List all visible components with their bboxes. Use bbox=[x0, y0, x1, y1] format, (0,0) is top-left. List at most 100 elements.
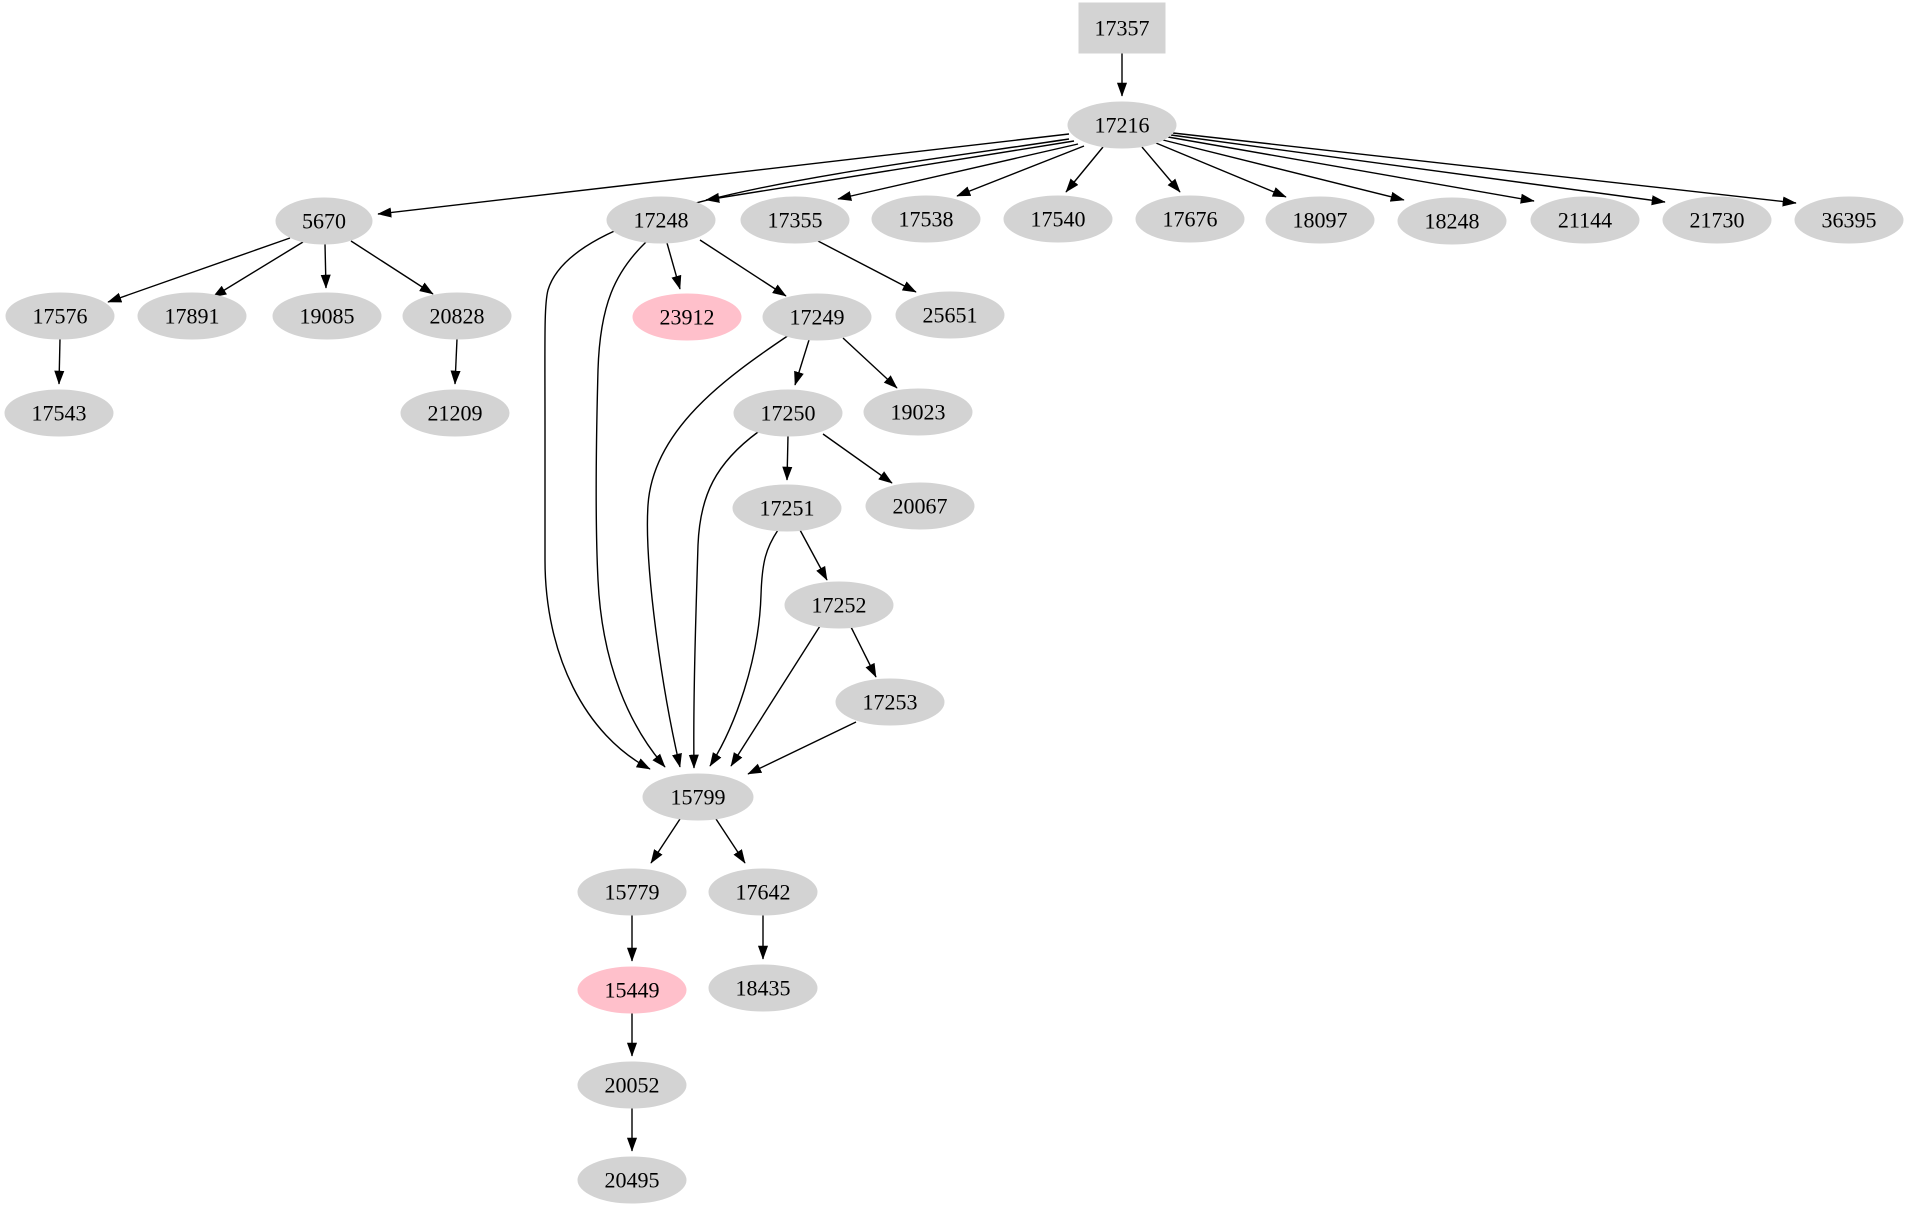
node-ellipse-17538 bbox=[871, 195, 981, 243]
node-ellipse-17576 bbox=[5, 292, 115, 340]
node-19085: 19085 bbox=[272, 292, 382, 340]
edge-17252-17253 bbox=[850, 626, 877, 678]
edge-layer bbox=[54, 53, 1797, 1152]
edge-17216-5670 bbox=[377, 133, 1070, 218]
edge-17216-36395 bbox=[1172, 132, 1797, 207]
edge-5670-17576 bbox=[107, 237, 291, 303]
node-label-17540: 17540 bbox=[1031, 207, 1086, 232]
node-ellipse-20495 bbox=[577, 1156, 687, 1204]
edge-17216-17538 bbox=[956, 145, 1085, 197]
edge-17216-18097 bbox=[1155, 142, 1287, 198]
node-17253: 17253 bbox=[835, 678, 945, 726]
node-label-23912: 23912 bbox=[660, 305, 715, 330]
node-ellipse-15449 bbox=[577, 966, 687, 1014]
node-ellipse-20828 bbox=[402, 292, 512, 340]
edge-17248-15799 bbox=[595, 241, 666, 768]
node-17676: 17676 bbox=[1135, 195, 1245, 243]
node-36395: 36395 bbox=[1794, 196, 1904, 244]
node-label-20495: 20495 bbox=[605, 1168, 660, 1193]
node-17642: 17642 bbox=[708, 868, 818, 916]
edge-17250-20067 bbox=[822, 433, 893, 484]
node-ellipse-21144 bbox=[1530, 196, 1640, 244]
edge-17216-15799 bbox=[544, 138, 1070, 770]
edge-17248-17249 bbox=[699, 239, 787, 297]
edge-17249-17250 bbox=[794, 339, 810, 386]
node-15449: 15449 bbox=[577, 966, 687, 1014]
node-17251: 17251 bbox=[732, 484, 842, 532]
node-18435: 18435 bbox=[708, 964, 818, 1012]
node-ellipse-15779 bbox=[577, 868, 687, 916]
edge-17355-25651 bbox=[817, 240, 917, 293]
node-label-21144: 21144 bbox=[1558, 208, 1612, 233]
node-label-25651: 25651 bbox=[923, 303, 978, 328]
node-label-17248: 17248 bbox=[634, 208, 689, 233]
node-ellipse-18435 bbox=[708, 964, 818, 1012]
node-18097: 18097 bbox=[1265, 196, 1375, 244]
node-label-18248: 18248 bbox=[1425, 209, 1480, 234]
node-ellipse-17540 bbox=[1003, 195, 1113, 243]
edge-17216-21144 bbox=[1167, 136, 1535, 204]
node-17576: 17576 bbox=[5, 292, 115, 340]
node-17891: 17891 bbox=[137, 292, 247, 340]
node-ellipse-17216 bbox=[1067, 101, 1177, 149]
node-label-20067: 20067 bbox=[893, 494, 948, 519]
node-label-17250: 17250 bbox=[761, 401, 816, 426]
edge-17252-15799 bbox=[730, 625, 821, 767]
node-25651: 25651 bbox=[895, 291, 1005, 339]
node-20067: 20067 bbox=[865, 482, 975, 530]
edge-15799-17642 bbox=[715, 818, 746, 864]
node-label-17355: 17355 bbox=[768, 208, 823, 233]
node-label-17642: 17642 bbox=[736, 880, 791, 905]
node-19023: 19023 bbox=[863, 388, 973, 436]
node-ellipse-19023 bbox=[863, 388, 973, 436]
edge-5670-17891 bbox=[212, 241, 304, 298]
edge-17249-15799 bbox=[646, 334, 790, 768]
edge-17253-15799 bbox=[747, 721, 857, 775]
edge-17216-17355 bbox=[837, 143, 1079, 201]
edge-17249-19023 bbox=[842, 337, 898, 389]
node-21209: 21209 bbox=[400, 389, 510, 437]
node-ellipse-15799 bbox=[642, 773, 754, 821]
node-15779: 15779 bbox=[577, 868, 687, 916]
node-21730: 21730 bbox=[1662, 196, 1772, 244]
edge-5670-19085 bbox=[320, 243, 331, 289]
node-label-5670: 5670 bbox=[302, 209, 346, 234]
node-label-18097: 18097 bbox=[1293, 208, 1348, 233]
node-label-36395: 36395 bbox=[1822, 208, 1877, 233]
edge-17216-17248 bbox=[705, 140, 1075, 203]
node-ellipse-17891 bbox=[137, 292, 247, 340]
node-17357: 17357 bbox=[1078, 2, 1166, 54]
edge-17216-17676 bbox=[1141, 146, 1181, 193]
node-ellipse-17676 bbox=[1135, 195, 1245, 243]
node-ellipse-17253 bbox=[835, 678, 945, 726]
node-17355: 17355 bbox=[740, 196, 850, 244]
node-18248: 18248 bbox=[1397, 197, 1507, 245]
node-ellipse-17251 bbox=[732, 484, 842, 532]
node-label-15799: 15799 bbox=[671, 785, 726, 810]
node-label-17357: 17357 bbox=[1095, 16, 1150, 41]
node-21144: 21144 bbox=[1530, 196, 1640, 244]
edge-15799-15779 bbox=[650, 818, 681, 864]
edge-17251-17252 bbox=[799, 529, 828, 581]
node-17249: 17249 bbox=[762, 293, 872, 341]
node-20052: 20052 bbox=[577, 1061, 687, 1109]
node-ellipse-18097 bbox=[1265, 196, 1375, 244]
edge-17250-15799 bbox=[688, 431, 759, 769]
node-label-17251: 17251 bbox=[760, 496, 815, 521]
node-label-17676: 17676 bbox=[1163, 207, 1218, 232]
node-20495: 20495 bbox=[577, 1156, 687, 1204]
node-ellipse-17543 bbox=[4, 389, 114, 437]
edge-20828-21209 bbox=[450, 338, 461, 385]
node-label-21209: 21209 bbox=[428, 401, 483, 426]
node-ellipse-21209 bbox=[400, 389, 510, 437]
node-ellipse-20067 bbox=[865, 482, 975, 530]
node-15799: 15799 bbox=[642, 773, 754, 821]
node-ellipse-25651 bbox=[895, 291, 1005, 339]
node-ellipse-5670 bbox=[275, 197, 373, 245]
edge-5670-20828 bbox=[350, 240, 434, 295]
edge-17251-15799 bbox=[709, 529, 779, 767]
edge-17216-18248 bbox=[1162, 139, 1405, 202]
node-ellipse-17355 bbox=[740, 196, 850, 244]
node-label-17538: 17538 bbox=[899, 207, 954, 232]
edge-17216-17540 bbox=[1065, 146, 1104, 193]
